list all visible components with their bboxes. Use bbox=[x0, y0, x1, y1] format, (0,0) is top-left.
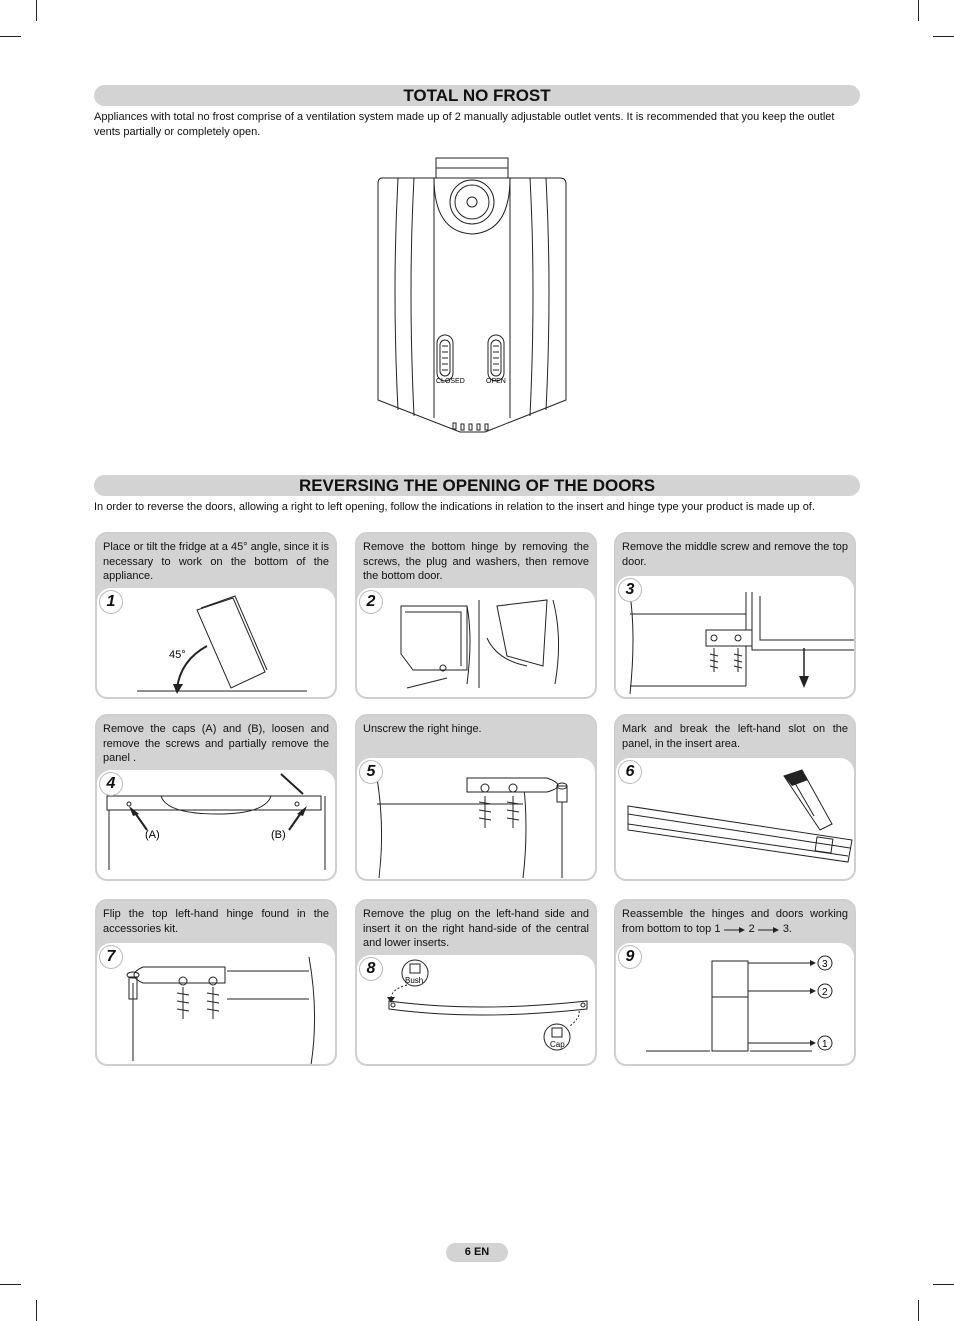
step-card-8: Remove the plug on the left-hand side an… bbox=[355, 899, 597, 1066]
step-5-text: Unscrew the right hinge. bbox=[363, 723, 482, 735]
crop-mark bbox=[918, 1300, 919, 1321]
step-card-9: Reassemble the hinges and doors working … bbox=[614, 899, 856, 1066]
step-6-text: Mark and break the left-hand slot on the… bbox=[622, 723, 848, 750]
vent-closed-label: CLOSED bbox=[436, 378, 465, 385]
step-number-7: 7 bbox=[99, 945, 123, 969]
page-number: 6 EN bbox=[446, 1243, 508, 1262]
step-2-text: Remove the bottom hinge by removing the … bbox=[363, 541, 589, 582]
step-8-text: Remove the plug on the left-hand side an… bbox=[363, 908, 589, 949]
step-card-5: Unscrew the right hinge. 5 bbox=[355, 714, 597, 881]
step-8-cap-label: Cap bbox=[550, 1040, 565, 1049]
step-1-angle-label: 45° bbox=[169, 649, 186, 661]
arrow-right-icon bbox=[757, 926, 779, 933]
step-4-label-a: (A) bbox=[145, 829, 160, 841]
crop-mark bbox=[0, 36, 21, 37]
step-number-3: 3 bbox=[618, 578, 642, 602]
crop-mark bbox=[36, 1300, 37, 1321]
section-title-total-no-frost: TOTAL NO FROST bbox=[94, 85, 860, 106]
step-number-1: 1 bbox=[99, 590, 123, 614]
step-4-text: Remove the caps (A) and (B), loosen and … bbox=[103, 723, 329, 764]
arrow-right-icon bbox=[723, 926, 745, 933]
step-card-6: Mark and break the left-hand slot on the… bbox=[614, 714, 856, 881]
section-title-reversing-doors: REVERSING THE OPENING OF THE DOORS bbox=[94, 475, 860, 496]
step-card-4: Remove the caps (A) and (B), loosen and … bbox=[95, 714, 337, 881]
crop-mark bbox=[0, 1284, 21, 1285]
step-card-2: Remove the bottom hinge by removing the … bbox=[355, 532, 597, 699]
step-card-3: Remove the middle screw and remove the t… bbox=[614, 532, 856, 699]
step-number-2: 2 bbox=[359, 590, 383, 614]
step-card-7: Flip the top left-hand hinge found in th… bbox=[95, 899, 337, 1066]
step-1-text: Place or tilt the fridge at a 45° angle,… bbox=[103, 541, 329, 582]
vent-open-label: OPEN bbox=[486, 378, 506, 385]
step-9-marker-2: 2 bbox=[822, 987, 828, 998]
step-9-text: Reassemble the hinges and doors working … bbox=[622, 908, 848, 935]
crop-mark bbox=[933, 1284, 954, 1285]
reversing-doors-intro: In order to reverse the doors, allowing … bbox=[94, 501, 815, 513]
step-number-9: 9 bbox=[618, 945, 642, 969]
fridge-ventilation-illustration: CLOSED OPEN bbox=[377, 157, 567, 433]
crop-mark bbox=[36, 0, 37, 21]
crop-mark bbox=[918, 0, 919, 21]
step-number-8: 8 bbox=[359, 957, 383, 981]
step-number-5: 5 bbox=[359, 760, 383, 784]
step-8-bush-label: Bush bbox=[405, 976, 423, 985]
step-card-1: Place or tilt the fridge at a 45° angle,… bbox=[95, 532, 337, 699]
step-7-text: Flip the top left-hand hinge found in th… bbox=[103, 908, 329, 935]
step-9-marker-1: 1 bbox=[822, 1039, 828, 1050]
step-9-marker-3: 3 bbox=[822, 959, 828, 970]
step-3-text: Remove the middle screw and remove the t… bbox=[622, 541, 848, 568]
crop-mark bbox=[933, 36, 954, 37]
step-number-4: 4 bbox=[99, 772, 123, 796]
step-4-label-b: (B) bbox=[271, 829, 286, 841]
total-no-frost-intro: Appliances with total no frost comprise … bbox=[94, 111, 835, 138]
step-number-6: 6 bbox=[618, 760, 642, 784]
